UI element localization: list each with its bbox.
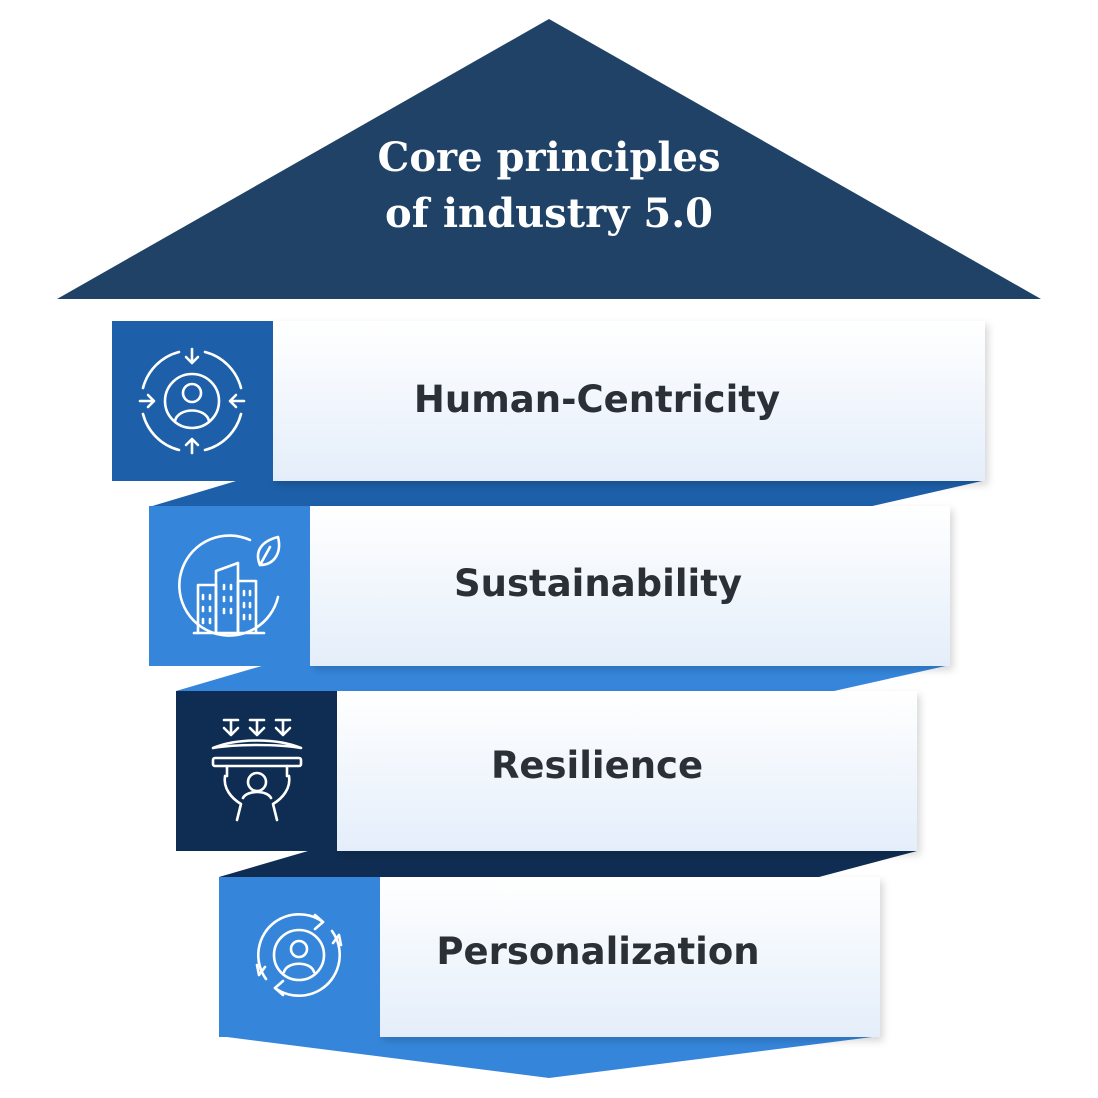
icon-tile [149, 506, 310, 666]
title-line-1: Core principles [377, 134, 721, 181]
connector-1 [149, 481, 982, 507]
title-line-2: of industry 5.0 [385, 190, 713, 237]
page-title: Core principles of industry 5.0 [300, 130, 798, 242]
human-centric-icon [138, 347, 246, 455]
connector-2 [176, 665, 950, 691]
icon-tile [176, 691, 337, 851]
connector-3 [219, 851, 917, 877]
principle-row-sustainability [149, 506, 950, 666]
personalization-icon [255, 912, 343, 998]
sustainable-city-icon [178, 534, 281, 637]
row-panel [380, 877, 880, 1037]
bottom-arrow [219, 1036, 880, 1078]
label-personalization: Personalization [436, 930, 760, 973]
row-panel [310, 506, 950, 666]
principle-row-human-centricity [112, 321, 985, 481]
principle-row-personalization [219, 877, 880, 1037]
roof-triangle [57, 19, 1041, 299]
label-sustainability: Sustainability [454, 562, 742, 605]
label-resilience: Resilience [490, 744, 704, 787]
label-human-centricity: Human-Centricity [413, 378, 781, 421]
principle-row-resilience [176, 691, 917, 851]
resilience-icon [211, 718, 303, 822]
row-panel [273, 321, 985, 481]
row-panel [337, 691, 917, 851]
